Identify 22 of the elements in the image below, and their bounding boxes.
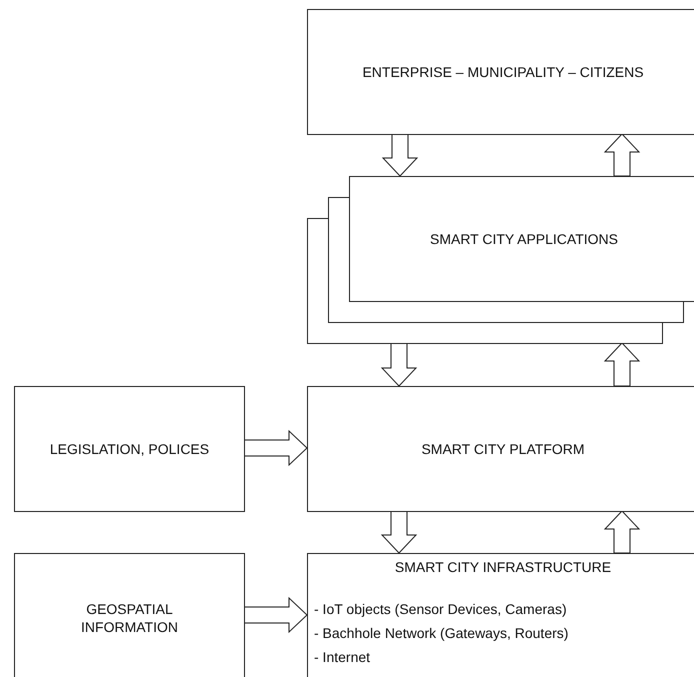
process-box [307,386,694,512]
box-label: SMART CITY APPLICATIONS [430,230,618,247]
process-box [307,9,694,135]
block-arrow [382,134,418,177]
block-arrow [244,430,308,466]
list-item: - Bachhole Network (Gateways, Routers) [314,625,568,641]
list-item: - IoT objects (Sensor Devices, Cameras) [314,601,567,617]
box-label: LEGISLATION, POLICES [50,440,210,458]
box-label: ENTERPRISE – MUNICIPALITY – CITIZENS [362,62,644,82]
box-label: GEOSPATIAL INFORMATION [80,600,179,636]
block-arrow [244,596,308,634]
block-arrow [604,510,640,554]
block-arrow [380,342,418,387]
block-arrow [604,342,640,386]
block-arrow [380,510,418,554]
box-heading: SMART CITY INFRASTRUCTURE [394,559,612,575]
block-arrow [604,133,640,176]
list-item: - Internet [314,649,370,665]
process-box [14,553,245,677]
box-label: SMART CITY PLATFORM [421,440,585,458]
process-box [307,553,694,677]
process-box [14,386,245,512]
